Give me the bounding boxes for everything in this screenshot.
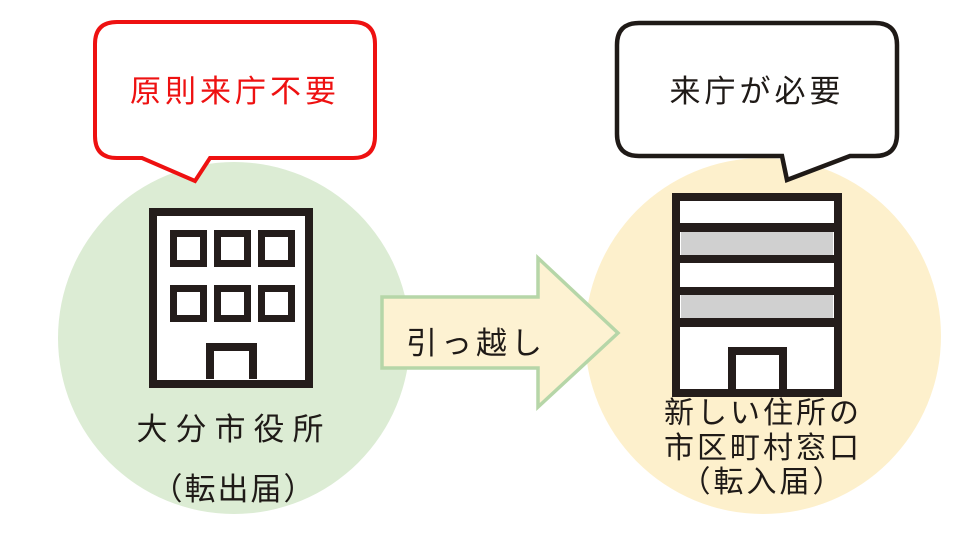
municipal-office-building-icon [672,193,842,397]
origin-speech-bubble [93,20,377,184]
destination-caption-line2: 市区町村窓口 [664,431,862,465]
destination-caption-line1: 新しい住所の [664,397,862,430]
origin-caption-notification: （転出届） [151,472,317,507]
destination-speech-bubble [614,20,900,184]
destination-caption: 新しい住所の 市区町村窓口 （転入届） [585,397,941,501]
moving-arrow-label: 引っ越し [406,326,546,361]
destination-bubble-label: 来庁が必要 [669,73,845,109]
origin-bubble-label: 原則来庁不要 [130,73,340,109]
city-hall-building-icon [149,208,313,388]
destination-caption-line3: （転入届） [680,466,846,499]
moving-arrow [380,253,621,412]
origin-caption-name: 大分市役所 [136,412,332,447]
